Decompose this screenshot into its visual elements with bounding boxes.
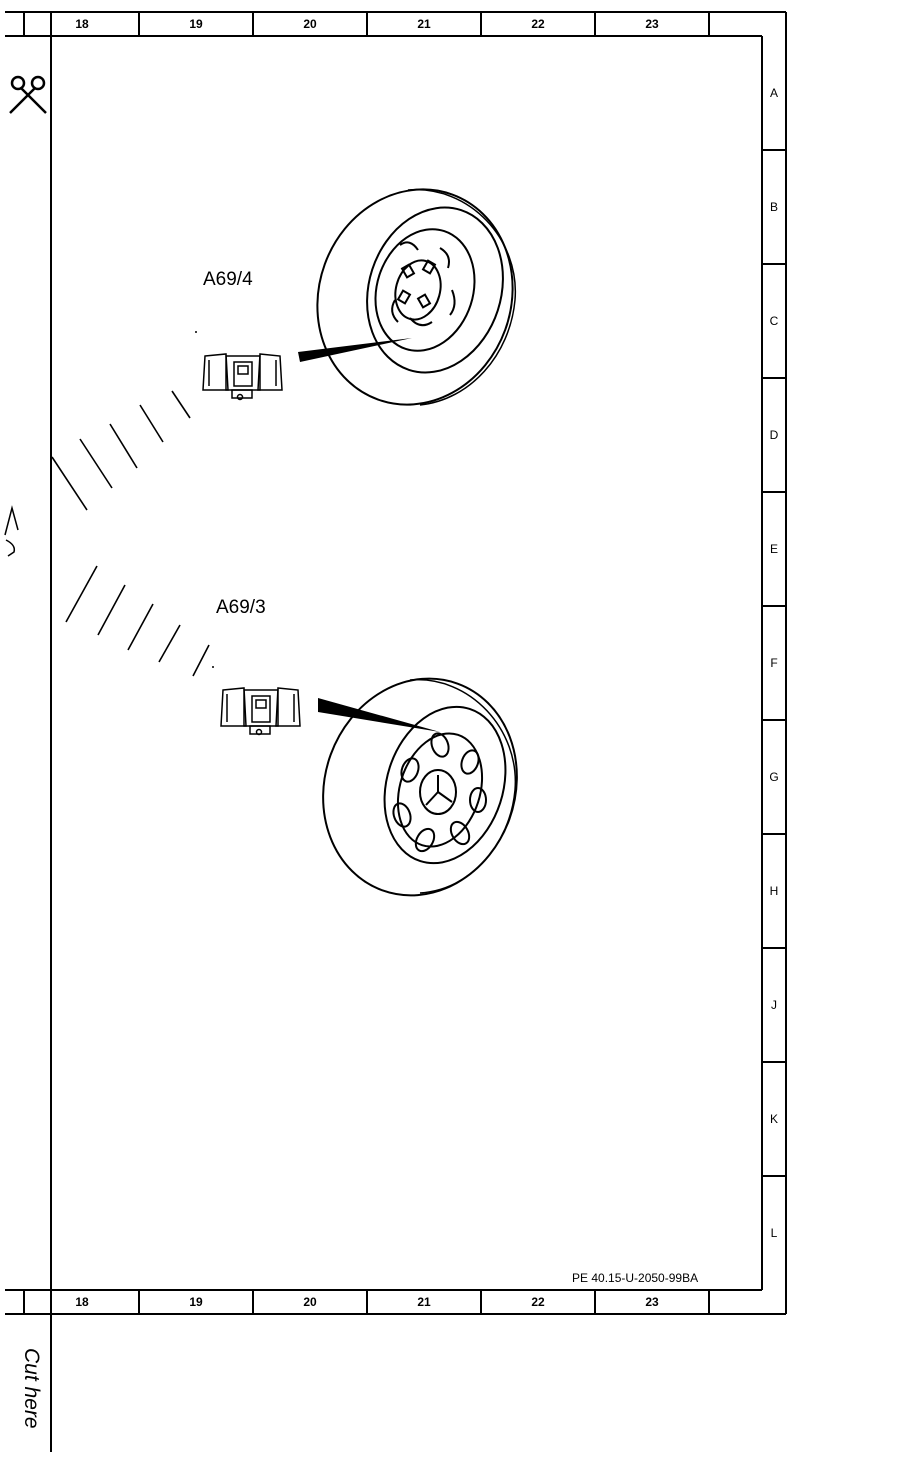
row-letter: D — [770, 428, 779, 442]
wheel-icon — [316, 188, 517, 406]
column-number: 19 — [189, 17, 203, 31]
column-number: 23 — [645, 1295, 659, 1309]
column-number: 21 — [417, 17, 431, 31]
cut-mark-icon — [4, 505, 19, 557]
row-letters: A B C D E F G H J K L — [769, 86, 778, 1240]
tire-pressure-sensor-icon — [202, 353, 283, 401]
column-number: 23 — [645, 17, 659, 31]
row-letter: E — [770, 542, 778, 556]
column-numbers-top: 18 19 20 21 22 23 — [75, 17, 659, 31]
sheet-frame — [5, 11, 787, 1452]
column-number: 20 — [303, 17, 317, 31]
row-letter: G — [769, 770, 778, 784]
dot — [195, 331, 197, 333]
dot — [212, 666, 214, 668]
pointer-wedge — [318, 698, 440, 732]
scissors-icon — [9, 75, 47, 114]
column-number: 22 — [531, 1295, 545, 1309]
column-number: 18 — [75, 1295, 89, 1309]
pointer-wedge — [298, 338, 412, 362]
column-number: 22 — [531, 17, 545, 31]
column-number: 18 — [75, 17, 89, 31]
signal-lines — [51, 390, 210, 677]
row-letter: B — [770, 200, 778, 214]
row-letter: K — [770, 1112, 778, 1126]
tire-pressure-sensor-icon — [220, 687, 301, 736]
row-letter: H — [770, 884, 779, 898]
row-letter: L — [771, 1226, 778, 1240]
column-numbers-bottom: 18 19 20 21 22 23 — [75, 1295, 659, 1309]
component-label: A69/4 — [203, 269, 253, 290]
row-letter: F — [770, 656, 777, 670]
wheel-icon — [322, 677, 518, 897]
cut-here-text: Cut here — [20, 1348, 43, 1429]
row-letter: J — [771, 998, 777, 1012]
row-letter: A — [770, 86, 778, 100]
document-number: PE 40.15-U-2050-99BA — [572, 1271, 698, 1285]
column-number: 20 — [303, 1295, 317, 1309]
row-letter: C — [770, 314, 779, 328]
component-label: A69/3 — [216, 597, 266, 618]
column-number: 21 — [417, 1295, 431, 1309]
column-number: 19 — [189, 1295, 203, 1309]
